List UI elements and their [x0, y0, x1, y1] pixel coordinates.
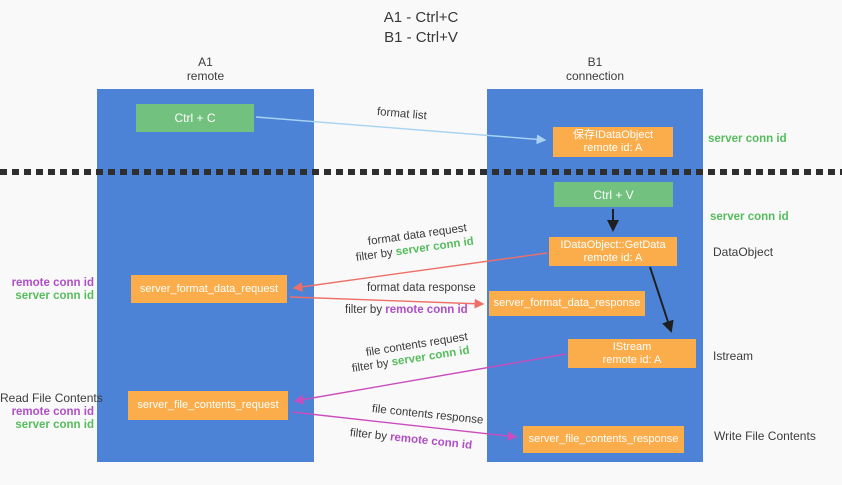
label-filter-by-text: filter by [355, 246, 397, 264]
node-server-format-data-request-label: server_format_data_request [139, 282, 279, 295]
annotation-read-file-contents: Read File Contents [0, 391, 103, 405]
node-ctrl-v: Ctrl + V [554, 182, 673, 207]
node-save-idataobject: 保存IDataObject remote id: A [553, 127, 673, 157]
label-file-contents-response: file contents response [371, 403, 484, 427]
annotation-server-conn-id-top: server conn id [708, 133, 787, 145]
node-save-idataobject-line2: remote id: A [583, 142, 643, 154]
annotation-istream: Istream [713, 349, 754, 363]
lane-a1-role: remote [186, 69, 225, 83]
title-line-1: A1 - Ctrl+C [383, 9, 459, 26]
diagram-title: A1 - Ctrl+C B1 - Ctrl+V [0, 8, 842, 48]
node-server-file-contents-request-label: server_file_contents_request [137, 399, 279, 411]
node-idataobject-getdata-line2: remote id: A [583, 251, 643, 264]
node-server-file-contents-request: server_file_contents_request [128, 391, 288, 420]
node-server-format-data-request: server_format_data_request [131, 275, 287, 303]
arrow-format-data-response [289, 296, 485, 309]
annotation-server-conn-id-1: server conn id [15, 290, 94, 302]
node-idataobject-getdata: IDataObject::GetData remote id: A [549, 237, 677, 266]
node-save-idataobject-line1: 保存IDataObject [572, 129, 654, 141]
label-remote-conn-id-text: remote conn id [385, 304, 468, 316]
node-server-file-contents-response-label: server_file_contents_response [528, 433, 679, 445]
label-filter-by-text: filter by [349, 427, 391, 444]
node-ctrl-c: Ctrl + C [136, 104, 254, 132]
node-istream-line2: remote id: A [602, 353, 662, 366]
node-ctrl-v-label: Ctrl + V [593, 187, 634, 202]
annotation-conn-ids-file: remote conn id server conn id [0, 406, 94, 432]
node-idataobject-getdata-line1: IDataObject::GetData [560, 238, 666, 251]
annotation-remote-conn-id-1: remote conn id [11, 277, 94, 289]
node-server-file-contents-response: server_file_contents_response [523, 426, 684, 453]
annotation-write-file-contents: Write File Contents [714, 429, 816, 443]
title-line-2: B1 - Ctrl+V [384, 29, 458, 46]
lane-header-a1: A1 remote [97, 55, 314, 83]
annotation-server-conn-id-mid: server conn id [710, 211, 789, 223]
node-server-format-data-response: server_format_data_response [489, 291, 645, 316]
session-divider-dotted-line [0, 169, 842, 175]
lane-a1-name: A1 [198, 55, 213, 69]
lane-b1-name: B1 [587, 55, 603, 69]
label-remote-conn-id-text: remote conn id [389, 431, 473, 452]
node-ctrl-c-label: Ctrl + C [174, 111, 216, 125]
label-format-data-response: format data response [367, 282, 476, 294]
annotation-conn-ids-format: remote conn id server conn id [0, 277, 94, 303]
lane-b1-role: connection [565, 69, 625, 83]
label-filter-by-remote-conn-id-2: filter by remote conn id [349, 427, 472, 452]
label-format-list: format list [376, 106, 428, 123]
lane-header-b1: B1 connection [487, 55, 703, 83]
label-filter-by-text: filter by [351, 356, 393, 375]
node-istream: IStream remote id: A [568, 339, 696, 368]
label-filter-by-text: filter by [345, 304, 386, 316]
label-filter-by-remote-conn-id-1: filter by remote conn id [345, 304, 468, 316]
annotation-remote-conn-id-2: remote conn id [11, 406, 94, 418]
annotation-dataobject: DataObject [713, 245, 774, 259]
annotation-server-conn-id-2: server conn id [15, 419, 94, 431]
node-istream-line1: IStream [612, 340, 652, 353]
node-server-format-data-response-label: server_format_data_response [493, 297, 641, 309]
